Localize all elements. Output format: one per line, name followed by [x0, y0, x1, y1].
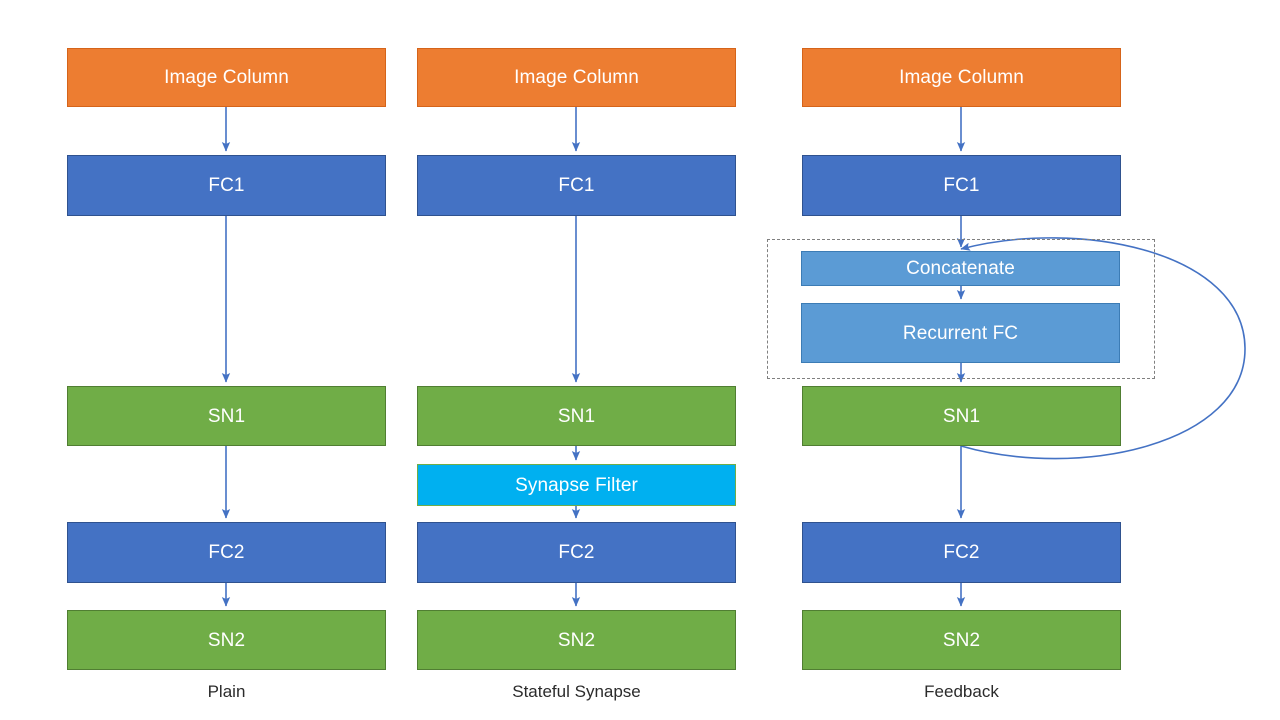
node-stateful-synapse-filter[interactable]: Synapse Filter [417, 464, 736, 506]
node-stateful-fc1[interactable]: FC1 [417, 155, 736, 216]
node-label: SN2 [207, 629, 246, 651]
node-feedback-image-column[interactable]: Image Column [802, 48, 1121, 107]
node-label: Image Column [899, 67, 1024, 88]
node-label: SN1 [557, 405, 596, 427]
column-caption-plain: Plain [67, 683, 386, 700]
node-stateful-sn1[interactable]: SN1 [417, 386, 736, 446]
node-plain-sn1[interactable]: SN1 [67, 386, 386, 446]
node-plain-sn2[interactable]: SN2 [67, 610, 386, 670]
column-caption-stateful-synapse: Stateful Synapse [417, 683, 736, 700]
node-feedback-concatenate[interactable]: Concatenate [801, 251, 1120, 286]
column-caption-feedback: Feedback [802, 683, 1121, 700]
node-feedback-recurrent-fc[interactable]: Recurrent FC [801, 303, 1120, 363]
node-feedback-fc2[interactable]: FC2 [802, 522, 1121, 583]
node-feedback-sn1[interactable]: SN1 [802, 386, 1121, 446]
node-label: Concatenate [906, 258, 1015, 279]
node-label: FC2 [208, 542, 245, 563]
node-label: FC1 [208, 175, 245, 196]
node-label: FC1 [943, 175, 980, 196]
node-plain-fc1[interactable]: FC1 [67, 155, 386, 216]
recurrent-block-group [767, 239, 1155, 379]
node-label: FC1 [558, 175, 595, 196]
node-feedback-sn2[interactable]: SN2 [802, 610, 1121, 670]
node-label: SN1 [207, 405, 246, 427]
node-label: Synapse Filter [515, 474, 638, 496]
node-feedback-fc1[interactable]: FC1 [802, 155, 1121, 216]
node-stateful-fc2[interactable]: FC2 [417, 522, 736, 583]
caption-text: Feedback [924, 682, 999, 701]
node-plain-fc2[interactable]: FC2 [67, 522, 386, 583]
node-label: Recurrent FC [902, 322, 1019, 344]
node-label: SN1 [942, 405, 981, 427]
node-label: Image Column [514, 67, 639, 88]
caption-text: Stateful Synapse [512, 682, 641, 701]
node-label: FC2 [943, 542, 980, 563]
node-label: SN2 [942, 629, 981, 651]
node-stateful-image-column[interactable]: Image Column [417, 48, 736, 107]
node-label: FC2 [558, 542, 595, 563]
node-label: SN2 [557, 629, 596, 651]
caption-text: Plain [207, 682, 246, 701]
node-label: Image Column [164, 67, 289, 88]
node-stateful-sn2[interactable]: SN2 [417, 610, 736, 670]
node-plain-image-column[interactable]: Image Column [67, 48, 386, 107]
